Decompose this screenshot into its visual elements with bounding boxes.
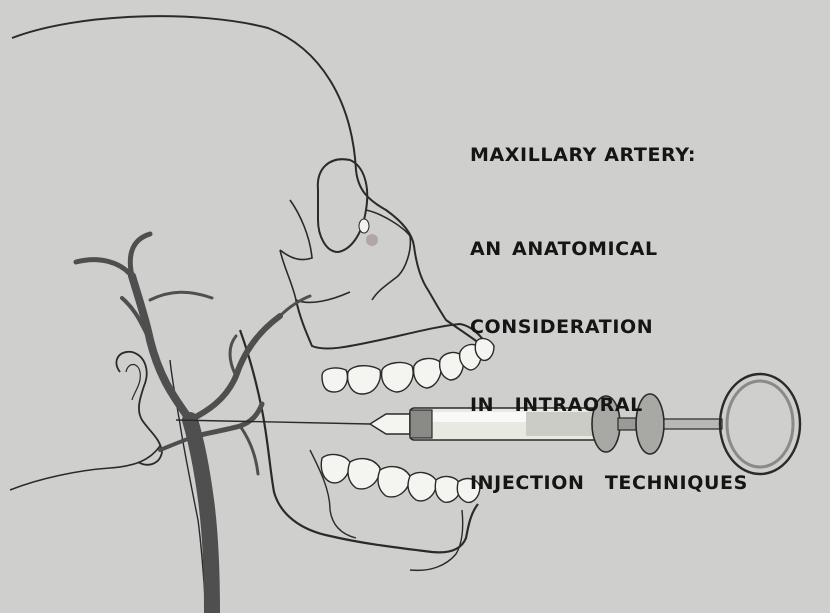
- ear-inner: [126, 365, 140, 401]
- orbit-outline: [318, 159, 367, 252]
- chin-outline: [410, 510, 463, 570]
- orbit-highlight: [359, 219, 369, 233]
- title-line: AN ANATOMICAL: [470, 236, 820, 262]
- syringe-needle-hub: [370, 414, 410, 434]
- title-main: MAXILLARY ARTERY:: [470, 142, 820, 168]
- title-block: MAXILLARY ARTERY: AN ANATOMICAL CONSIDER…: [470, 142, 820, 548]
- maxilla-outline: [296, 300, 490, 350]
- lower-teeth: [321, 455, 480, 503]
- skull-outline: [12, 16, 488, 350]
- neck-outline: [10, 446, 160, 490]
- syringe-collar: [410, 410, 432, 438]
- nasal-shading: [366, 234, 378, 246]
- title-line: IN INTRAORAL: [470, 392, 820, 418]
- title-subtitle: AN ANATOMICAL CONSIDERATION IN INTRAORAL…: [470, 184, 820, 548]
- arterial-tree: [76, 234, 310, 613]
- title-line: CONSIDERATION: [470, 314, 820, 340]
- nasal-outline: [366, 210, 410, 300]
- needle: [176, 420, 370, 424]
- title-line: INJECTION TECHNIQUES: [470, 470, 820, 496]
